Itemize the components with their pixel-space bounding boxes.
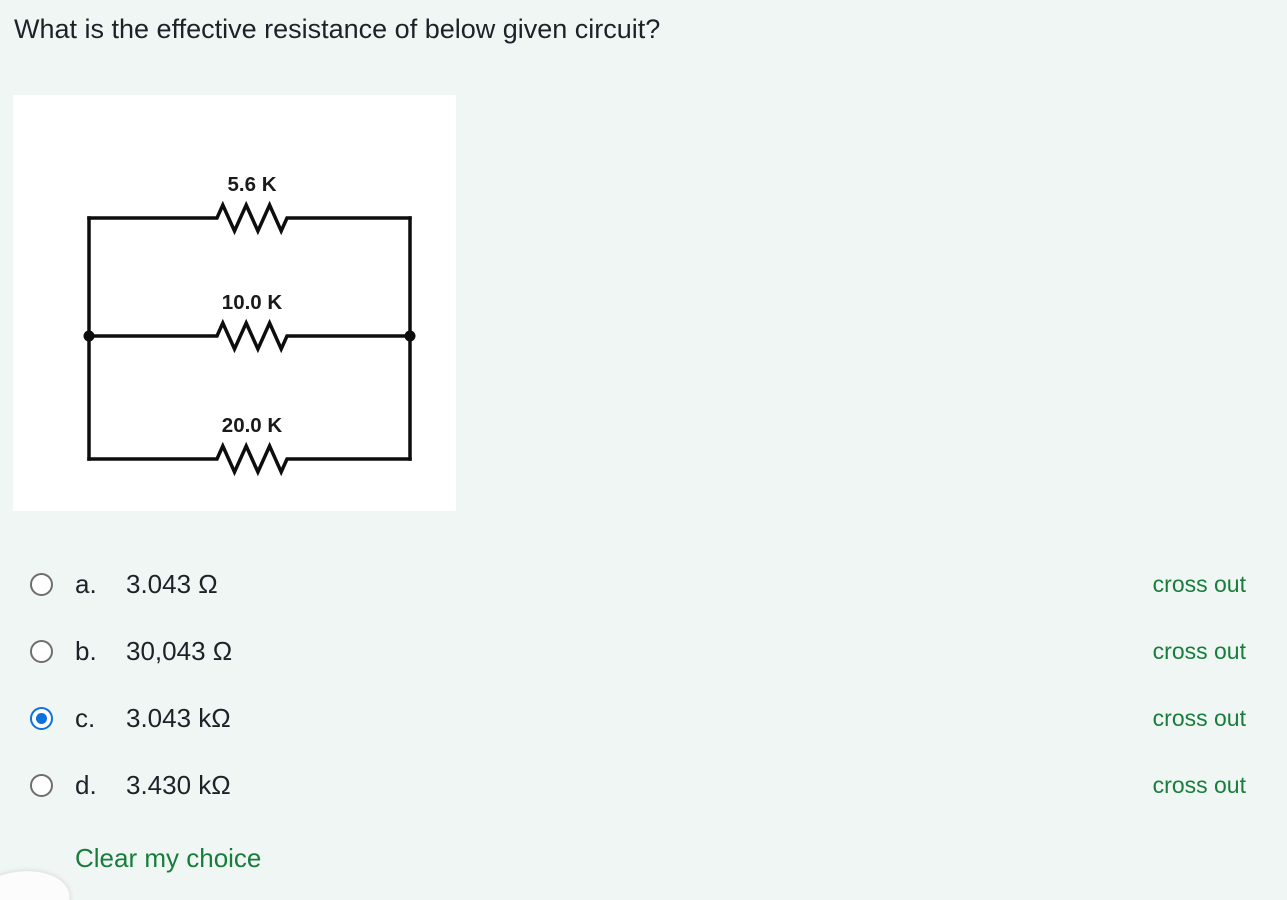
radio-button-b[interactable] — [30, 640, 53, 663]
cross-out-link-d[interactable]: cross out — [1152, 772, 1246, 798]
resistor-label-middle: 10.0 K — [222, 291, 283, 314]
answer-option-row-b: b. 30,043 Ω cross out — [0, 618, 1287, 685]
circuit-figure: 5.6 K 10.0 K 20.0 K — [13, 95, 456, 511]
answer-options: a. 3.043 Ω cross out b. 30,043 Ω cross o… — [0, 551, 1287, 819]
option-letter-c[interactable]: c. — [75, 703, 96, 733]
clear-choice-link[interactable]: Clear my choice — [75, 843, 262, 873]
option-text-a[interactable]: 3.043 Ω — [126, 569, 218, 599]
wire-bottom-branch-resistor — [87, 441, 412, 477]
cross-out-link-c[interactable]: cross out — [1152, 705, 1246, 731]
radio-button-d[interactable] — [30, 774, 53, 797]
radio-dot-c — [36, 713, 47, 724]
answer-option-row-c: c. 3.043 kΩ cross out — [0, 685, 1287, 752]
option-letter-b[interactable]: b. — [75, 636, 97, 666]
circuit-diagram: 5.6 K 10.0 K 20.0 K — [83, 173, 416, 477]
answer-option-row-d: d. 3.430 kΩ cross out — [0, 752, 1287, 819]
junction-dot-left — [83, 330, 95, 342]
radio-button-c[interactable] — [30, 707, 53, 730]
wire-top-branch-resistor — [87, 200, 412, 236]
option-text-c[interactable]: 3.043 kΩ — [126, 703, 231, 733]
junction-dot-right — [404, 330, 416, 342]
resistor-label-bottom: 20.0 K — [222, 414, 283, 437]
question-text: What is the effective resistance of belo… — [14, 14, 661, 44]
cross-out-link-b[interactable]: cross out — [1152, 638, 1246, 664]
option-text-b[interactable]: 30,043 Ω — [126, 636, 233, 666]
wire-middle-branch-resistor — [87, 318, 412, 354]
option-letter-a[interactable]: a. — [75, 569, 97, 599]
page-corner-artifact — [0, 863, 75, 900]
cross-out-link-a[interactable]: cross out — [1152, 571, 1246, 597]
resistor-label-top: 5.6 K — [228, 173, 277, 196]
option-letter-d[interactable]: d. — [75, 770, 97, 800]
radio-button-a[interactable] — [30, 573, 53, 596]
option-text-d[interactable]: 3.430 kΩ — [126, 770, 231, 800]
answer-option-row-a: a. 3.043 Ω cross out — [0, 551, 1287, 618]
